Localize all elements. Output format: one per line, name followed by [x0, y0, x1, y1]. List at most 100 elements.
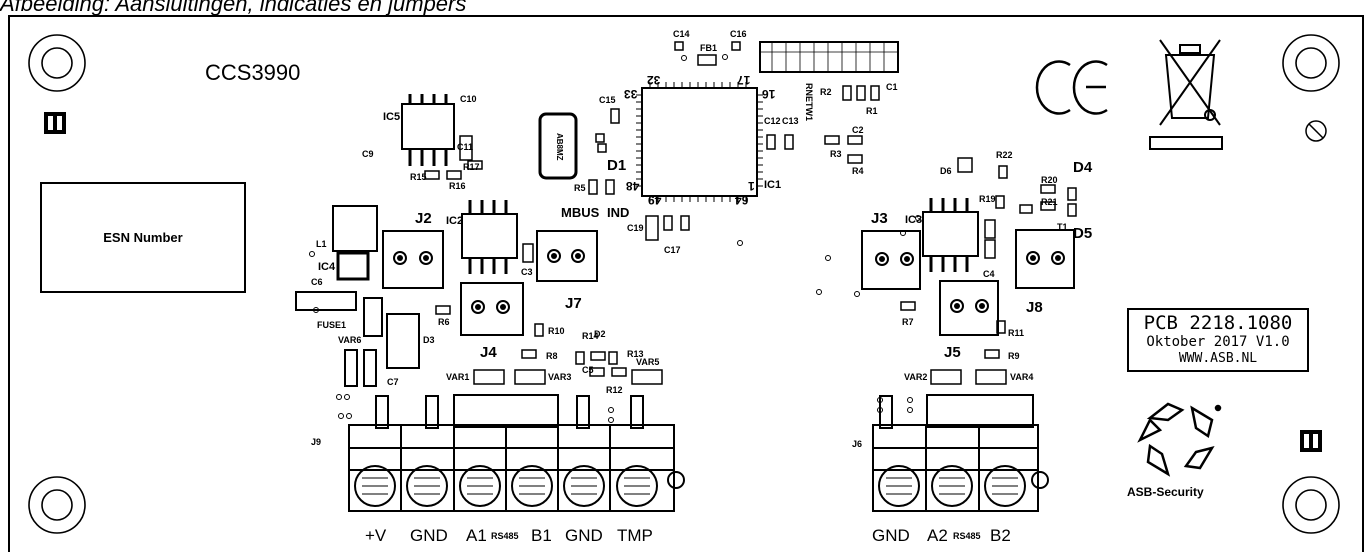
- component-label: C11: [457, 142, 474, 152]
- mounting-hole-bottom-right-icon: [1282, 476, 1340, 534]
- ic-label: IC2: [446, 215, 464, 227]
- terminal-label: J6: [852, 439, 863, 449]
- component-label: R7: [902, 317, 914, 327]
- component-label: C7: [387, 377, 399, 387]
- pcb-info-line3: WWW.ASB.NL: [1178, 351, 1258, 366]
- component-label: C4: [983, 269, 995, 279]
- component-label: VAR3: [548, 372, 572, 382]
- component-label: FB1: [700, 43, 718, 53]
- component-label: R15: [410, 172, 427, 182]
- component-label: R9: [1008, 351, 1020, 361]
- esn-label: ESN Number: [103, 230, 183, 245]
- component-label: D3: [423, 335, 435, 345]
- component-label: C1: [886, 82, 898, 92]
- mounting-hole-top-right-icon: [1282, 34, 1340, 92]
- component-label: D6: [940, 166, 952, 176]
- component-label: R11: [1008, 328, 1025, 338]
- led-function-label: MBUS: [561, 205, 600, 220]
- component-label: R14: [582, 331, 599, 341]
- component-label: C2: [852, 125, 864, 135]
- ic-label: IC4: [318, 261, 336, 273]
- connector-label: J5: [944, 344, 961, 361]
- connector-label: J4: [480, 344, 497, 361]
- component-label: C5: [582, 365, 594, 375]
- component-label: R13: [627, 349, 644, 359]
- pin-number: 16: [762, 87, 776, 101]
- inductor-l1: [332, 205, 378, 252]
- component-label: R6: [438, 317, 450, 327]
- component-label: R1: [866, 106, 878, 116]
- weee-bin-icon: [1159, 39, 1221, 126]
- pin-number: 49: [648, 193, 662, 207]
- pin-number: 17: [737, 73, 751, 87]
- esn-number-field: ESN Number: [40, 182, 246, 293]
- component-label: C10: [460, 94, 477, 104]
- pcb-info-box: PCB 2218.1080 Oktober 2017 V1.0 WWW.ASB.…: [1127, 308, 1309, 372]
- connector-j3: [861, 230, 921, 290]
- led-label: D1: [607, 157, 627, 174]
- component-label: C13: [782, 116, 799, 126]
- terminal-name: GND: [410, 526, 448, 545]
- fuse-component: [295, 291, 357, 311]
- component-label: R12: [606, 385, 623, 395]
- component-label: C3: [521, 267, 533, 277]
- pin-number: 1: [748, 179, 755, 193]
- mounting-hole-top-left-icon: [28, 34, 86, 92]
- component-label: C6: [311, 277, 323, 287]
- jumper-left-icon: [44, 112, 66, 134]
- terminal-name: +V: [365, 526, 387, 545]
- mounting-hole-bottom-left-icon: [28, 476, 86, 534]
- component-label: C17: [664, 245, 681, 255]
- ic-label: IC5: [383, 111, 401, 123]
- component-label: R16: [449, 181, 466, 191]
- pin-number: 64: [735, 193, 749, 207]
- ic-label: IC3: [905, 214, 923, 226]
- component-label: C9: [362, 149, 374, 159]
- component-label: VAR1: [446, 372, 470, 382]
- pin-number: 33: [624, 87, 638, 101]
- asb-logo-icon: [1137, 402, 1222, 477]
- pcb-info-line2: Oktober 2017 V1.0: [1146, 334, 1290, 350]
- terminal-name: B2: [990, 526, 1011, 545]
- component-label: R8: [546, 351, 558, 361]
- terminal-name: GND: [565, 526, 603, 545]
- component-label: C16: [730, 29, 747, 39]
- component-label: VAR2: [904, 372, 928, 382]
- ic1-chip: [636, 82, 763, 202]
- pcb-info-line1: PCB 2218.1080: [1143, 312, 1293, 334]
- terminal-screws-j9: [354, 465, 658, 507]
- component-label: C12: [764, 116, 781, 126]
- pb-free-icon: [1305, 120, 1327, 142]
- terminal-name: B1: [531, 526, 552, 545]
- rs485-label: RS485: [953, 531, 981, 541]
- component-label: C19: [627, 223, 644, 233]
- terminal-name: A2: [927, 526, 948, 545]
- connector-label: J3: [871, 210, 888, 227]
- component-label: D2: [594, 329, 606, 339]
- component-label: R17: [463, 162, 480, 172]
- terminal-block-j9: [348, 394, 685, 512]
- pin-number: 48: [626, 179, 640, 193]
- component-label: C14: [673, 29, 690, 39]
- connector-j2: [382, 230, 444, 289]
- connector-j5: [939, 280, 999, 336]
- component-label: L1: [316, 239, 327, 249]
- terminal-label: J9: [311, 437, 322, 447]
- component-label: VAR4: [1010, 372, 1034, 382]
- terminal-name: A1: [466, 526, 487, 545]
- connector-j8: [1015, 229, 1075, 289]
- connector-j4: [460, 282, 524, 336]
- pcb-outline: [8, 15, 1364, 552]
- component-label: R19: [979, 194, 996, 204]
- led-label: D4: [1073, 159, 1093, 176]
- diode-d3: [386, 313, 420, 369]
- ic4-chip: [336, 251, 370, 281]
- connector-label: J7: [565, 295, 582, 312]
- component-label: AB8MZ: [555, 133, 564, 161]
- component-label: VAR6: [338, 335, 362, 345]
- led-label: D5: [1073, 225, 1093, 242]
- rs485-label: RS485: [491, 531, 519, 541]
- connector-label: J2: [415, 210, 432, 227]
- component-label: C15: [599, 95, 616, 105]
